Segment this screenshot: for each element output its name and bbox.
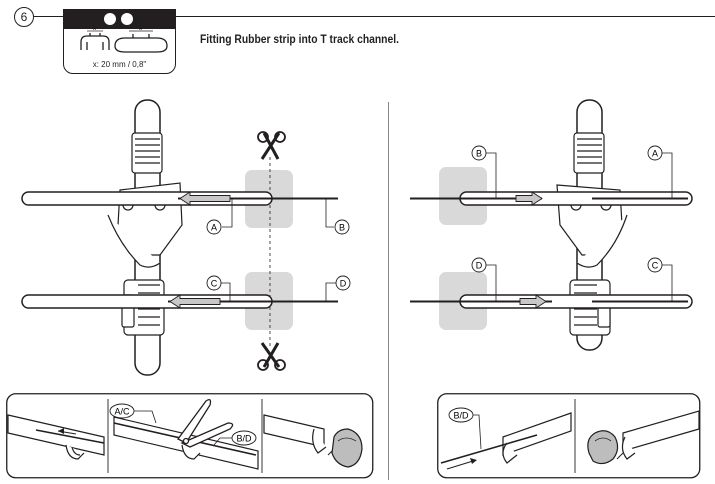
callout-d: D: [335, 275, 351, 291]
callout-a: A: [647, 145, 663, 161]
arrow-left-icon: [179, 191, 231, 206]
callout-a: A: [206, 219, 222, 235]
right-insert-illustration: B A D C: [410, 99, 693, 351]
svg-text:A: A: [211, 223, 217, 233]
svg-text:B/D: B/D: [453, 411, 469, 421]
callout-c: C: [206, 275, 222, 291]
badge-x-mark: x: [93, 28, 96, 32]
header-rule: [34, 16, 715, 18]
page-title: Fitting Rubber strip into T track channe…: [200, 32, 399, 46]
svg-text:B/D: B/D: [236, 434, 252, 444]
rubber-strip: [440, 434, 538, 464]
svg-text:B: B: [339, 223, 345, 233]
callout-b: B: [471, 145, 487, 161]
scissors-icon: [177, 399, 234, 448]
rubber-strip: [35, 429, 105, 444]
step-number: 6: [14, 7, 34, 27]
callout-c: C: [647, 257, 663, 273]
badge-caption: x: 20 mm / 0,8": [92, 60, 147, 69]
svg-text:C: C: [652, 261, 659, 271]
badge-dot: [104, 13, 116, 25]
svg-text:A/C: A/C: [114, 407, 130, 417]
rail-cross-section: [502, 412, 572, 464]
arrow-right-icon: [446, 458, 477, 470]
callout-b: B: [334, 219, 350, 235]
callout-a-c: A/C: [109, 403, 157, 424]
rail-cross-section: [263, 414, 327, 454]
callout-b-d: B/D: [213, 430, 257, 446]
rail-cross-section: [621, 410, 700, 460]
svg-text:C: C: [211, 279, 218, 289]
right-detail-panel: B/D: [437, 393, 701, 479]
arrow-right-icon: [515, 191, 543, 206]
badge-header: [63, 9, 176, 29]
badge-x-mark: x: [139, 28, 142, 32]
arrow-left-icon: [169, 294, 221, 309]
end-cap-icon: [327, 428, 363, 468]
callout-b-d: B/D: [448, 407, 482, 450]
left-detail-panel: A/C B/D: [6, 393, 374, 479]
arrow-right-icon: [519, 294, 547, 309]
svg-text:D: D: [476, 261, 483, 271]
panel-divider: [388, 102, 389, 480]
rail-cross-section: [7, 414, 105, 460]
rubber-strip: [616, 452, 624, 460]
callout-d: D: [471, 257, 487, 273]
badge-dot: [121, 13, 133, 25]
scissors-icon: [257, 131, 286, 160]
channel-profile-icons: x x: [80, 28, 168, 53]
svg-text:B: B: [476, 149, 482, 159]
left-cut-illustration: A B C D: [21, 99, 351, 376]
svg-text:A: A: [652, 149, 658, 159]
arrow-left-icon: [57, 428, 77, 435]
scissors-icon: [257, 342, 286, 371]
svg-text:D: D: [340, 279, 347, 289]
end-cap-icon: [587, 430, 619, 465]
